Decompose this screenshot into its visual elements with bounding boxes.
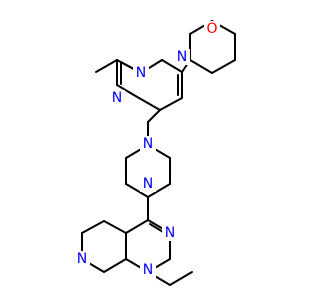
piperazine-nitrogen-label: N: [143, 136, 153, 152]
bond: [189, 59, 213, 74]
bond: [103, 220, 127, 234]
atom-labels: O N N N N N N N N: [77, 21, 218, 278]
bond: [147, 109, 161, 123]
bond: [125, 219, 149, 234]
bond: [138, 97, 161, 111]
bond: [116, 84, 140, 99]
bond: [147, 183, 171, 198]
piperazine-nitrogen-label: N: [143, 176, 153, 192]
bond: [125, 183, 149, 198]
pyrimidine-nitrogen-label: N: [136, 65, 146, 81]
molecule-structure: O N N N N N N N N: [74, 20, 236, 286]
bond: [159, 97, 183, 111]
atom-label-backgrounds: [74, 21, 220, 278]
bond-lines: [81, 20, 236, 286]
pyridine-nitrogen-label: N: [77, 251, 87, 267]
bond: [169, 271, 193, 286]
bond: [81, 220, 105, 234]
pyridopyrimidine-nitrogen-label: N: [143, 262, 153, 278]
morpholine-nitrogen-label: N: [177, 49, 187, 65]
oxygen-atom-label: O: [206, 21, 217, 37]
bond: [211, 59, 236, 74]
pyrimidine-nitrogen-label: N: [112, 90, 122, 106]
bond: [103, 258, 127, 273]
bond: [95, 59, 118, 73]
bond: [161, 59, 183, 73]
pyridopyrimidine-nitrogen-label: N: [165, 225, 175, 241]
